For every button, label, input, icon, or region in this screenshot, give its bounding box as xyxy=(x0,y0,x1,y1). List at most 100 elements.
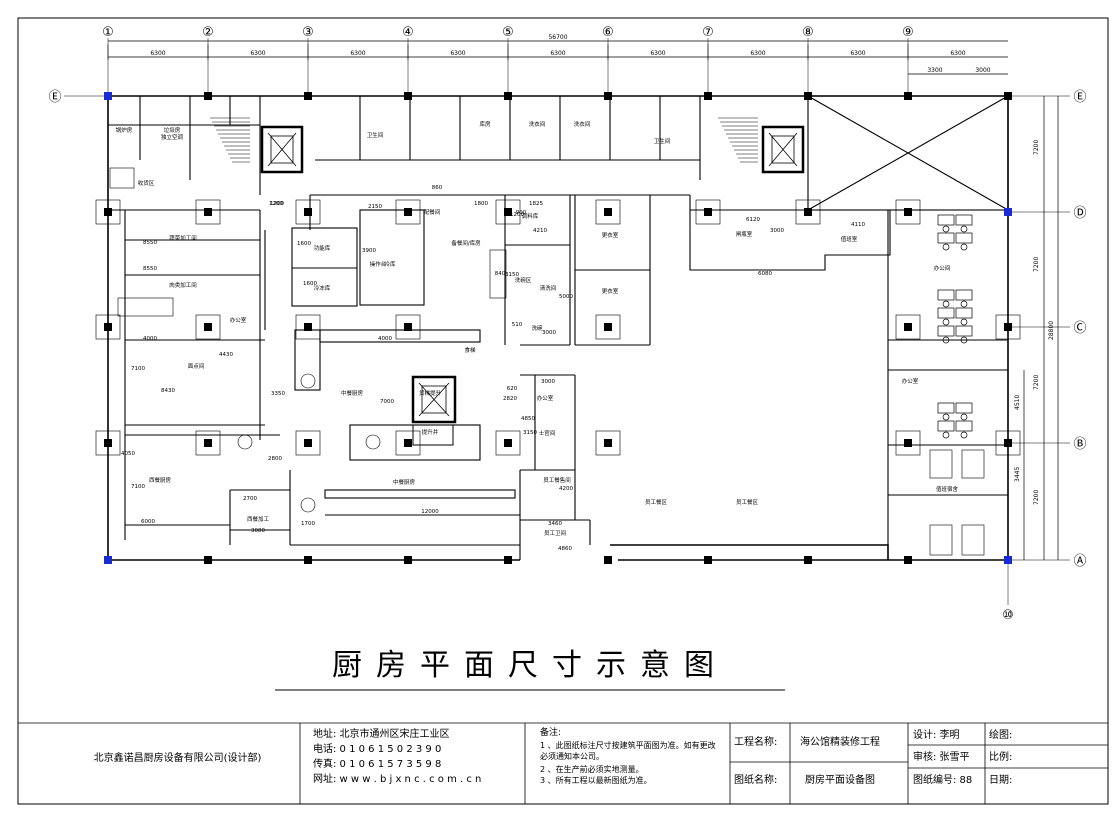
bay-dimension: 6300 xyxy=(850,50,865,57)
inner-dimension: 4430 xyxy=(219,352,233,358)
column-marker xyxy=(204,439,212,447)
office-desk xyxy=(955,307,973,319)
room-label: 蔬菜加工间 xyxy=(169,234,197,242)
office-chair xyxy=(960,431,968,439)
room-label: 收货区 xyxy=(138,179,155,187)
column-marker xyxy=(104,556,112,564)
column-marker xyxy=(104,92,112,100)
inner-dimension: 6000 xyxy=(141,519,155,525)
column-marker xyxy=(604,208,612,216)
inner-dimension: 4200 xyxy=(559,486,573,492)
inner-dimension: 7100 xyxy=(131,484,145,490)
bay-dimension: 6300 xyxy=(750,50,765,57)
fixtures xyxy=(109,167,985,556)
column-marker xyxy=(504,556,512,564)
bay-dimension: 6300 xyxy=(350,50,365,57)
column-outline xyxy=(295,430,321,456)
office-chair xyxy=(942,243,950,251)
column-outline xyxy=(95,199,121,225)
room-label: 闸瓶室 xyxy=(736,230,753,238)
column-axis-label: ③ xyxy=(302,25,314,40)
inner-dimension: 860 xyxy=(432,185,443,191)
dim-total-depth: 28800 xyxy=(1048,321,1055,340)
review-label: 审核: 张雪平 xyxy=(913,752,970,763)
column-marker xyxy=(204,323,212,331)
drawing-value: 厨房平面设备图 xyxy=(805,775,875,786)
inner-dimension: 8550 xyxy=(143,240,157,246)
column-outline xyxy=(395,430,421,456)
drawing-label: 图纸名称: xyxy=(734,775,778,786)
inner-dimension: 4000 xyxy=(143,336,157,342)
note-1: 1 、此图纸标注尺寸按建筑平面图为准。如有更改必须通知本公司。 xyxy=(540,741,716,761)
office-chair xyxy=(942,225,950,233)
column-marker xyxy=(504,92,512,100)
room-label: 库房 xyxy=(479,120,491,128)
room-label: 西餐加工 xyxy=(247,515,270,523)
contact-address: 地址: 北京市通州区宋庄工业区 xyxy=(313,729,450,740)
inner-dimension: 900 xyxy=(516,210,527,216)
company-name: 北京鑫诺昌厨房设备有限公司(设计部) xyxy=(93,753,262,764)
column-marker xyxy=(404,208,412,216)
dim-total-width: 56700 xyxy=(548,34,567,41)
inner-dimension: 3150 xyxy=(505,272,519,278)
room-label: 备餐间/库房 xyxy=(451,239,481,247)
column-outline xyxy=(595,430,621,456)
inner-dimension: 1200 xyxy=(270,201,284,207)
notes-title: 备注: xyxy=(540,728,562,738)
dim-row-e-d: 7200 xyxy=(1033,140,1040,155)
bay-dimension: 6300 xyxy=(550,50,565,57)
inner-dimension: 12000 xyxy=(421,509,439,515)
inner-dimension: 4050 xyxy=(121,451,135,457)
inner-dimension: 4850 xyxy=(521,416,535,422)
column-axis-label: ② xyxy=(202,25,214,40)
room-label: 肉类加工间 xyxy=(169,281,197,289)
column-marker xyxy=(604,439,612,447)
column-marker xyxy=(804,208,812,216)
room-label: 办公室 xyxy=(230,316,247,324)
room-label: 员工餐区 xyxy=(645,498,668,506)
column-marker xyxy=(904,92,912,100)
column-outline xyxy=(495,199,521,225)
column-marker xyxy=(704,208,712,216)
row-axis-label: Ⓒ xyxy=(1073,321,1086,336)
number-label: 图纸编号: 88 xyxy=(913,775,973,786)
room-label: 锅炉房 xyxy=(116,126,133,134)
column-marker xyxy=(804,92,812,100)
structural-columns xyxy=(95,92,1021,564)
column-marker xyxy=(304,92,312,100)
dim-right-4510: 4510 xyxy=(1014,395,1021,410)
inner-dimension: 7100 xyxy=(131,366,145,372)
room-label: 卫生间 xyxy=(654,137,671,145)
column-outline xyxy=(395,314,421,340)
room-label: 中餐厨房 xyxy=(341,389,364,397)
room-label: 提升井 xyxy=(422,428,439,436)
column-outline xyxy=(95,314,121,340)
column-marker xyxy=(604,92,612,100)
inner-dimension: 4000 xyxy=(378,336,392,342)
column-axis-label: ⑦ xyxy=(702,25,714,40)
office-desk xyxy=(955,325,973,337)
column-marker xyxy=(1004,439,1012,447)
elevator-shafts xyxy=(260,125,805,446)
inner-dimension: 1825 xyxy=(529,201,543,207)
column-marker xyxy=(1004,323,1012,331)
office-desk xyxy=(937,307,955,319)
room-label: 洗衣间 xyxy=(574,120,591,128)
bay-dimension: 6300 xyxy=(450,50,465,57)
column-marker xyxy=(204,208,212,216)
room-label: 更衣室 xyxy=(602,231,619,239)
column-marker xyxy=(404,323,412,331)
inner-dimension: 3000 xyxy=(542,330,556,336)
column-marker xyxy=(704,92,712,100)
column-axis-label: ⑤ xyxy=(502,25,514,40)
column-axis-label: ⑨ xyxy=(902,25,914,40)
office-chair xyxy=(960,318,968,326)
column-axis-label: ⑧ xyxy=(802,25,814,40)
office-desk xyxy=(937,289,955,301)
column-marker xyxy=(904,439,912,447)
column-marker xyxy=(604,323,612,331)
contact-web: 网址: w w w . b j x n c . c o m . c n xyxy=(313,774,482,785)
inner-dimension: 8430 xyxy=(161,388,175,394)
inner-dimension: 3080 xyxy=(251,528,265,534)
inner-dimension: 3000 xyxy=(770,228,784,234)
